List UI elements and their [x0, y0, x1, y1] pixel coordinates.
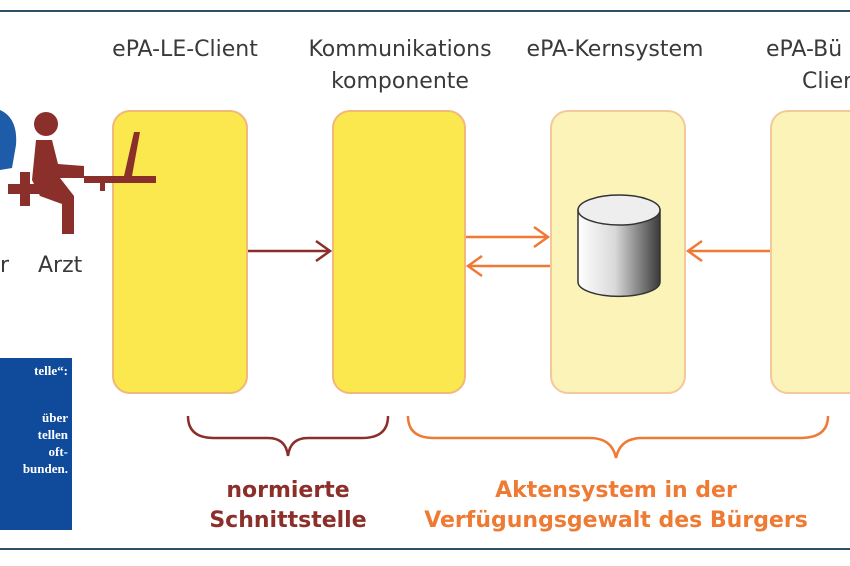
- note-line: telle“:: [34, 363, 68, 378]
- arrow-komm-to-kern: [466, 225, 551, 249]
- le-client-title: ePA-LE-Client: [112, 37, 258, 62]
- normiert-label-line1: normierte: [226, 478, 350, 503]
- kernsystem-title: ePA-Kernsystem: [526, 37, 704, 62]
- akten-label-line2: Verfügungsgewalt des Bürgers: [424, 508, 808, 533]
- definition-note: telle“: über tellen oft- bunden.: [0, 358, 72, 530]
- buerger-title-line1: ePA-Bü: [766, 37, 843, 62]
- brace-akten: [406, 415, 830, 459]
- komm-title-line1: Kommunikations: [308, 37, 492, 62]
- patient-label: r: [0, 253, 10, 278]
- arrow-kern-to-komm: [465, 254, 550, 278]
- akten-label-line1: Aktensystem in der: [495, 478, 737, 503]
- buerger-title-line2: Clien: [802, 69, 850, 94]
- patient-icon: [0, 110, 42, 206]
- note-line: tellen: [37, 427, 68, 442]
- note-line: über: [42, 410, 68, 425]
- diagram-frame: [0, 10, 850, 550]
- note-line: bunden.: [22, 461, 68, 476]
- doctor-icon: [32, 112, 156, 234]
- komm-title-line2: komponente: [331, 69, 469, 94]
- kommunikationskomponente-box: [332, 110, 466, 394]
- database-icon: [577, 194, 661, 298]
- note-line: oft-: [48, 444, 69, 459]
- arrow-buerger-to-kern: [685, 239, 770, 263]
- arrow-le-to-komm: [248, 239, 333, 263]
- brace-normiert: [186, 415, 390, 457]
- arzt-label: Arzt: [38, 253, 83, 278]
- buerger-client-box: [770, 110, 850, 394]
- normiert-label-line2: Schnittstelle: [209, 508, 367, 533]
- note-line: [0, 379, 68, 409]
